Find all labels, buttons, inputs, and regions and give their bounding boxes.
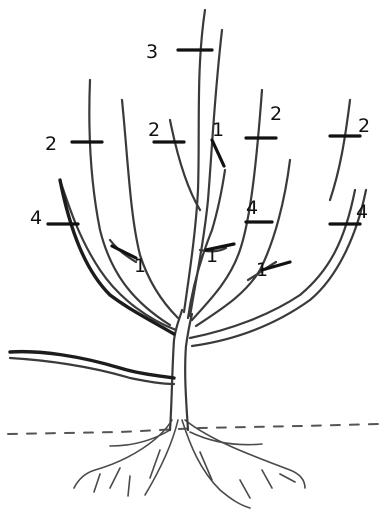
label-2-left: 2 bbox=[45, 133, 57, 155]
cut-mark-1-left bbox=[112, 246, 136, 258]
label-4-left: 4 bbox=[30, 207, 42, 229]
label-3: 3 bbox=[146, 41, 158, 63]
label-1-leader: 1 bbox=[212, 119, 224, 141]
branches bbox=[60, 10, 366, 346]
label-2-right: 2 bbox=[358, 115, 370, 137]
label-1-left: 1 bbox=[134, 255, 146, 277]
cut-mark-1-leader bbox=[212, 140, 224, 166]
ground-line bbox=[8, 424, 380, 434]
low-side-branch bbox=[10, 352, 174, 384]
label-4-mid: 4 bbox=[246, 197, 258, 219]
label-4-right: 4 bbox=[356, 201, 368, 223]
label-2-inner: 2 bbox=[148, 119, 160, 141]
label-1-right: 1 bbox=[256, 259, 268, 281]
label-1-mid: 1 bbox=[206, 245, 218, 267]
label-2-right-inner: 2 bbox=[270, 103, 282, 125]
